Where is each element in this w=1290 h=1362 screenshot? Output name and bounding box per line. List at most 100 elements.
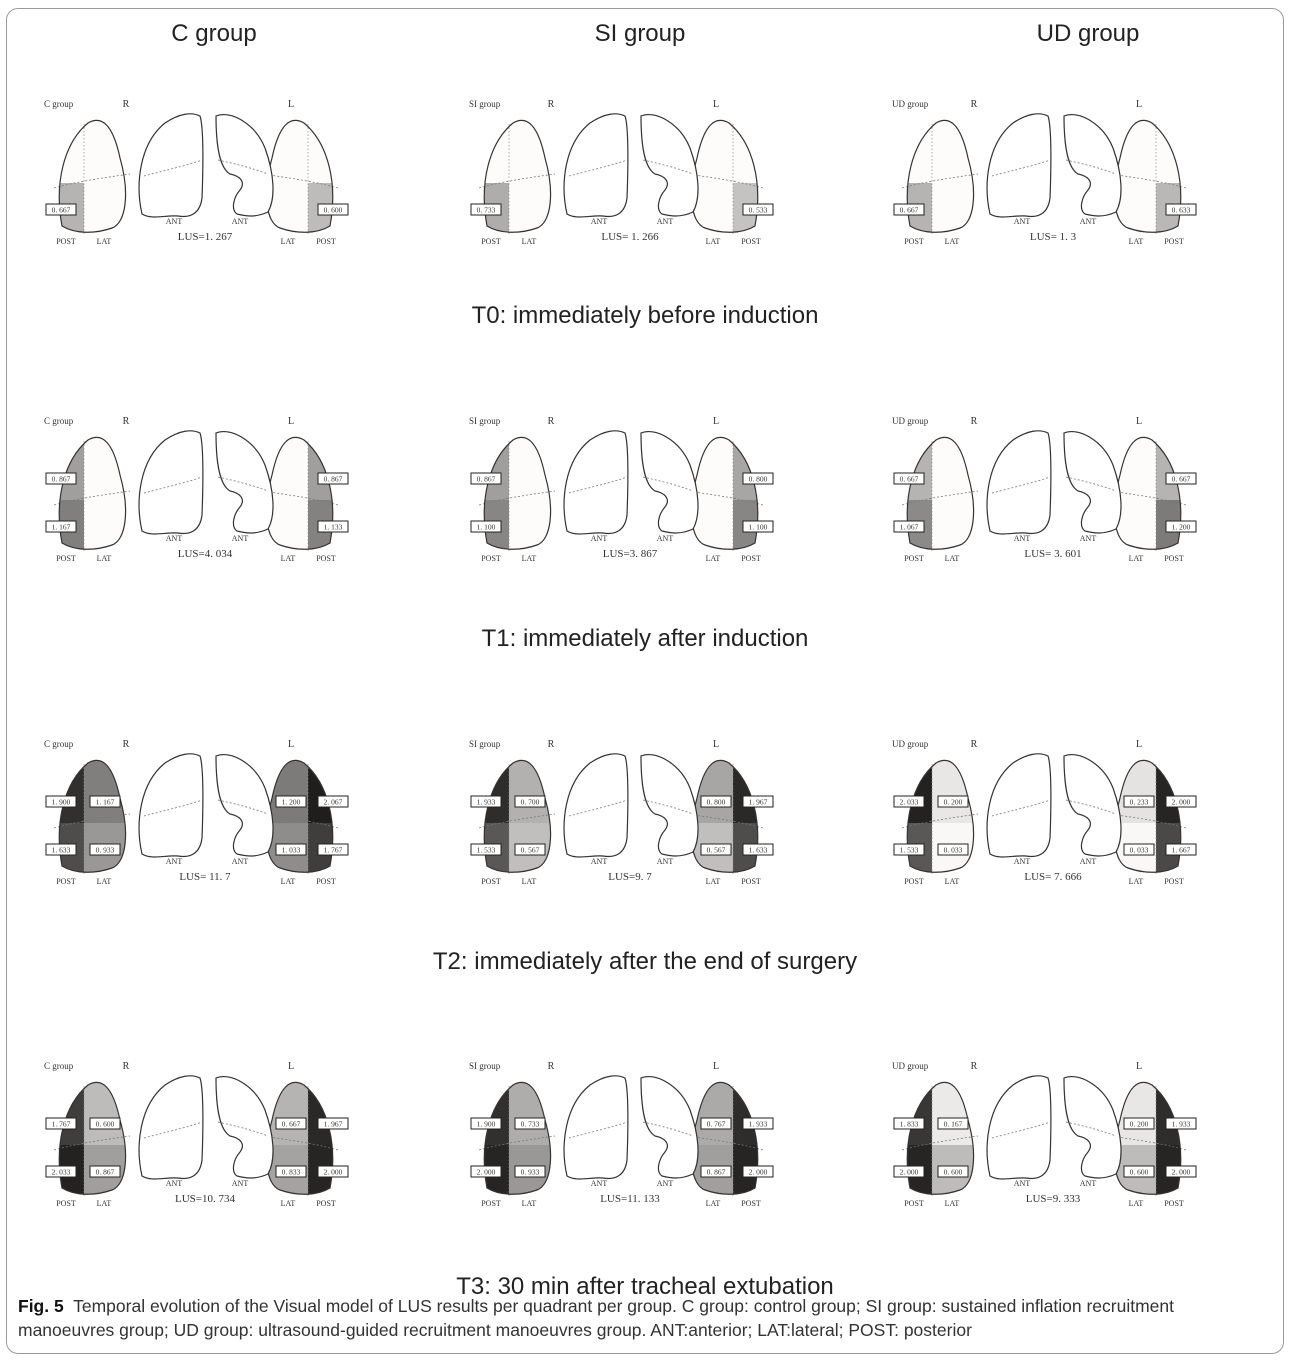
quadrant-value-box: 1. 900 [45,795,77,808]
group-label: SI group [469,739,501,749]
central-right-lung [986,1075,1052,1180]
central-left-fissure [1065,799,1117,815]
lat-label: LAT [1129,554,1144,563]
post-label: POST [56,877,76,886]
central-left-lung [640,754,699,857]
left-side-label: L [288,99,294,110]
quadrant-value-box: 0. 733 [470,203,502,216]
lat-label: LAT [1129,237,1144,246]
quadrant-value-box: 0. 867 [89,1165,121,1178]
lat-label: LAT [281,554,296,563]
quadrant-value: 2. 033 [900,798,919,807]
right-ant-lower-quadrant [84,823,126,873]
right-ant-upper-quadrant [932,760,974,823]
right-fissure-line [901,1135,979,1151]
quadrant-value-box: 0. 167 [937,1117,969,1130]
quadrant-value: 0. 533 [749,206,768,215]
right-ant-lower-quadrant [84,500,126,550]
quadrant-value: 0. 600 [944,1168,963,1177]
left-lateral-lung-outline [1113,1081,1182,1195]
central-right-lung [138,753,204,858]
quadrant-value: 1. 933 [477,798,496,807]
quadrant-value-box: 0. 800 [700,795,732,808]
quadrant-value-box: 0. 667 [275,1117,307,1130]
central-right-fissure [991,1121,1051,1139]
quadrant-value-box: 1. 533 [893,843,925,856]
central-left-fissure [1065,159,1117,175]
central-left-fissure [642,476,694,492]
central-left-lung [640,1076,699,1179]
quadrant-value-box: 0. 600 [317,203,349,216]
central-right-lung [563,753,629,858]
quadrant-value: 1. 833 [900,1120,919,1129]
quadrant-value: 1. 633 [52,846,71,855]
figure-number: Fig. 5 [18,1296,64,1316]
left-post-upper-quadrant [733,120,758,183]
left-side-label: L [713,739,719,750]
right-lung-quadrants [484,437,551,550]
left-lateral-lung-outline [265,1081,334,1195]
quadrant-value: 1. 633 [749,846,768,855]
central-right-lung [986,753,1052,858]
right-side-label: R [123,739,130,750]
quadrant-value-box: 0. 700 [514,795,546,808]
quadrant-value-box: 2. 067 [317,795,349,808]
left-lateral-lung-outline [690,759,759,873]
left-lateral-lung-outline [1113,119,1182,233]
post-label: POST [741,237,761,246]
ant-label: ANT [166,857,183,866]
quadrant-value-box: 0. 200 [937,795,969,808]
post-label: POST [316,237,336,246]
right-lung-quadrants [907,437,974,550]
right-lung-quadrants [907,1082,974,1195]
group-label: SI group [469,1061,501,1071]
post-label: POST [56,554,76,563]
ant-label: ANT [657,217,674,226]
quadrant-value-box: 0. 800 [742,472,774,485]
right-ant-lower-quadrant [509,500,551,550]
figure-frame [6,8,1284,1354]
quadrant-value: 2. 000 [1172,1168,1191,1177]
left-post-upper-quadrant [1156,1082,1181,1145]
quadrant-value-box: 0. 033 [937,843,969,856]
quadrant-value: 0. 567 [707,846,726,855]
post-label: POST [1164,877,1184,886]
quadrant-value: 1. 967 [324,1120,343,1129]
central-left-lung [215,1076,274,1179]
post-label: POST [741,554,761,563]
ant-label: ANT [166,1179,183,1188]
right-lung-quadrants [59,1082,126,1195]
group-label: UD group [892,99,929,109]
quadrant-value: 2. 033 [52,1168,71,1177]
post-label: POST [481,1199,501,1208]
group-label: C group [44,99,74,109]
central-left-lung [215,114,274,217]
central-left-lung [640,114,699,217]
left-side-label: L [1136,739,1142,750]
quadrant-value: 0. 733 [477,206,496,215]
central-right-lung [563,1075,629,1180]
lus-score: LUS=1. 267 [178,231,233,243]
right-fissure-line [901,813,979,829]
right-lateral-lung-outline [906,436,975,550]
right-fissure-line [478,173,556,189]
right-lateral-lung-outline [906,119,975,233]
right-ant-lower-quadrant [932,1145,974,1195]
quadrant-value-box: 0. 767 [700,1117,732,1130]
quadrant-value-box: 1. 933 [470,795,502,808]
quadrant-value-box: 1. 200 [275,795,307,808]
right-ant-lower-quadrant [509,183,551,233]
quadrant-value: 1. 933 [749,1120,768,1129]
right-ant-upper-quadrant [932,437,974,500]
quadrant-value: 0. 667 [900,475,919,484]
quadrant-value-box: 1. 933 [1165,1117,1197,1130]
quadrant-value: 0. 800 [749,475,768,484]
quadrant-value: 0. 733 [521,1120,540,1129]
lat-label: LAT [97,237,112,246]
quadrant-value-box: 1. 667 [1165,843,1197,856]
central-right-fissure [143,159,203,177]
